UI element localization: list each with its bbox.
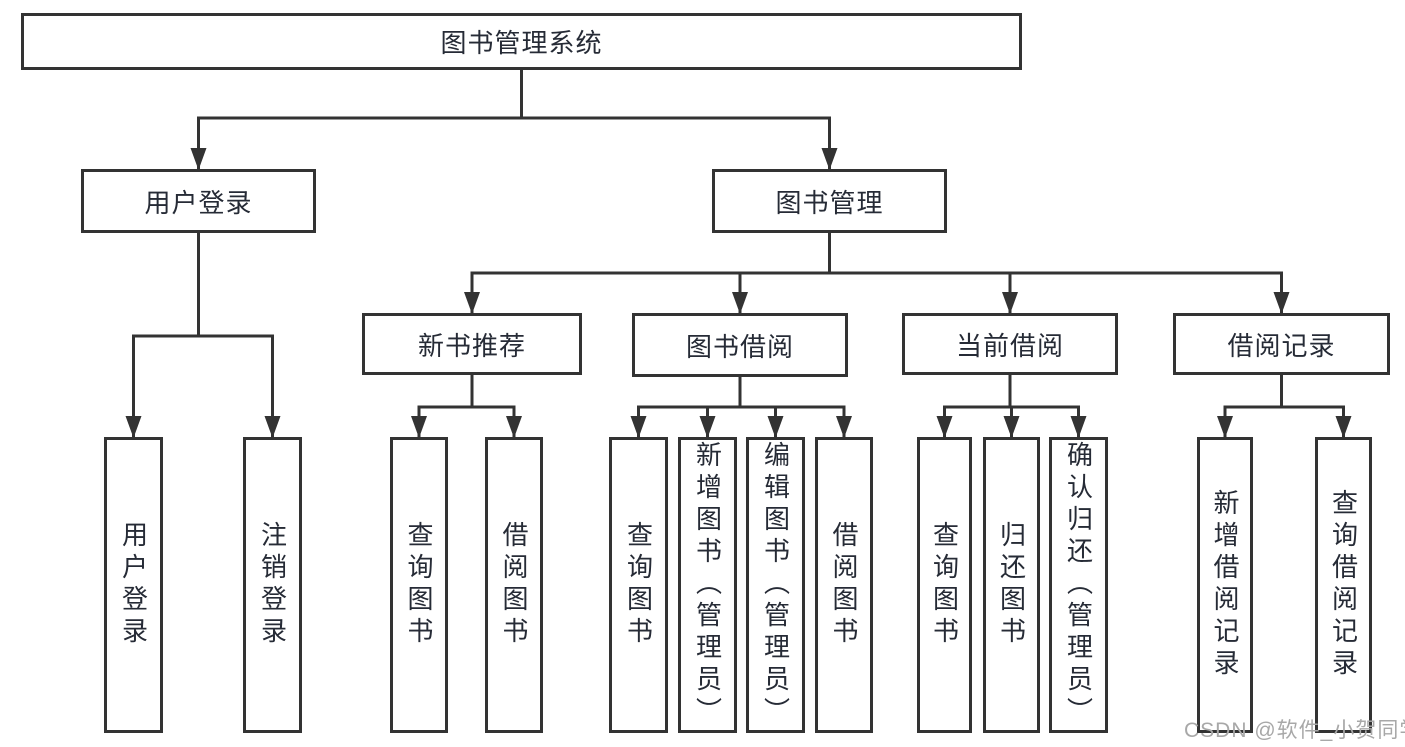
node-user-login: 用户登录	[81, 169, 316, 233]
leaf-label: 归还图书	[996, 521, 1027, 649]
leaf-borrow-books: 借阅图书	[815, 437, 873, 733]
leaf-query-books-current: 查询图书	[917, 437, 972, 733]
leaf-label: 确认归还（管理员）	[1063, 441, 1094, 729]
csdn-watermark: CSDN @软件_小贺同学	[1184, 719, 1405, 742]
node-library-management-system: 图书管理系统	[21, 13, 1022, 70]
leaf-label: 新增借阅记录	[1210, 489, 1240, 681]
leaf-borrow-books-recommend: 借阅图书	[485, 437, 543, 733]
leaf-label: 查询图书	[404, 521, 434, 649]
leaf-add-book-admin: 新增图书（管理员）	[678, 437, 737, 733]
node-book-borrowing: 图书借阅	[632, 313, 848, 377]
leaf-label: 借阅图书	[829, 521, 859, 649]
leaf-label: 用户登录	[118, 521, 149, 649]
leaf-confirm-return-admin: 确认归还（管理员）	[1049, 437, 1108, 733]
node-new-book-recommendation: 新书推荐	[362, 313, 582, 375]
leaf-query-borrow-record: 查询借阅记录	[1315, 437, 1372, 733]
leaf-return-book: 归还图书	[983, 437, 1040, 733]
connector-group	[125, 68, 1352, 439]
leaf-label: 新增图书（管理员）	[692, 441, 723, 729]
leaf-label: 查询图书	[623, 521, 654, 649]
leaf-user-login: 用户登录	[104, 437, 163, 733]
node-borrowing-records: 借阅记录	[1173, 313, 1390, 375]
leaf-label: 编辑图书（管理员）	[760, 441, 791, 729]
leaf-add-borrow-record: 新增借阅记录	[1197, 437, 1253, 733]
leaf-label: 借阅图书	[499, 521, 529, 649]
leaf-query-books-borrow: 查询图书	[609, 437, 668, 733]
leaf-query-books-recommend: 查询图书	[390, 437, 448, 733]
leaf-edit-book-admin: 编辑图书（管理员）	[746, 437, 805, 733]
node-current-borrowing: 当前借阅	[902, 313, 1118, 375]
leaf-logout: 注销登录	[243, 437, 302, 733]
node-book-management: 图书管理	[712, 169, 947, 233]
leaf-label: 注销登录	[257, 521, 288, 649]
leaf-label: 查询图书	[929, 521, 960, 649]
leaf-label: 查询借阅记录	[1328, 489, 1359, 681]
